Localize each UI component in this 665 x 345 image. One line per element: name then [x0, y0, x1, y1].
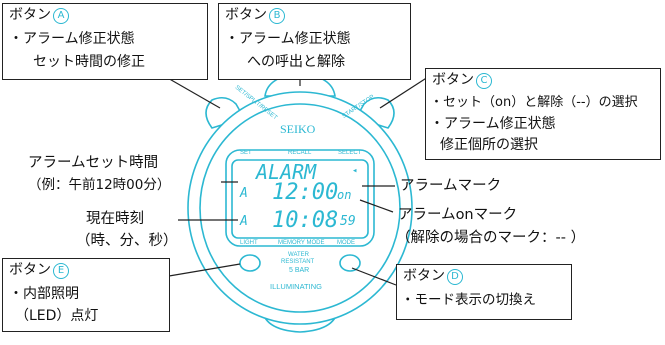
lcd-alarm-time: 12:00: [272, 180, 339, 205]
lcd-now-time: 10:08: [272, 208, 339, 233]
lcd-top-select: SELECT: [338, 150, 362, 156]
button-a-line-1: ・アラーム修正状態: [9, 31, 135, 47]
button-c-line-1: ・セット（on）と解除（--）の選択: [430, 95, 638, 110]
label-alarm-set-time: アラームセット時間: [28, 155, 159, 171]
lcd-bottom-light: LIGHT: [240, 240, 258, 246]
button-e-line-1: ・内部照明: [9, 286, 79, 302]
button-e-line-2: （LED）点灯: [15, 308, 99, 324]
lcd-alarm-on: on: [337, 188, 352, 202]
lcd-bottom-mode: MODE: [337, 240, 355, 246]
lcd-top-recall: RECALL: [288, 150, 312, 156]
label-alarm-set-time-example: （例：午前12時00分）: [28, 177, 171, 193]
button-c-letter-icon: C: [476, 73, 492, 89]
lcd-alarm-prefix: A: [240, 186, 248, 201]
lcd-window: [225, 149, 375, 247]
lcd-now-seconds: 59: [340, 214, 356, 229]
illuminating-text: ILLUMINATING: [270, 282, 322, 291]
button-d: [339, 254, 361, 272]
label-current-time-units: （時、分、秒）: [76, 233, 178, 249]
button-d-line-1: ・モード表示の切換え: [401, 292, 536, 308]
button-c-line-3: 修正個所の選択: [440, 137, 538, 153]
water-line-3: 5 BAR: [289, 267, 310, 274]
button-d-letter-icon: D: [447, 269, 463, 285]
button-a-letter-icon: A: [53, 8, 69, 24]
label-alarm-on-mark-note: （解除の場合のマーク：-- ）: [396, 230, 586, 246]
lcd-alarm-word: ALARM: [256, 160, 317, 184]
label-alarm-on-mark: アラームonマーク: [398, 207, 518, 223]
water-line-2: RESISTANT: [281, 259, 315, 265]
button-b-letter-icon: B: [269, 8, 285, 24]
label-alarm-mark: アラームマーク: [400, 178, 502, 194]
alarm-mark-icon: ◂: [352, 166, 358, 176]
lcd-top-set: SET: [240, 150, 252, 156]
label-current-time: 現在時刻: [86, 211, 144, 227]
lcd-now-prefix: A: [240, 214, 248, 229]
button-e-letter-icon: E: [53, 263, 69, 279]
lcd-bottom-memory-mode: MEMORY MODE: [278, 240, 325, 246]
brand-logo: SEIKO: [280, 122, 316, 136]
button-e: [239, 254, 261, 272]
button-b-line-1: ・アラーム修正状態: [225, 31, 351, 47]
water-line-1: WATER: [288, 252, 309, 258]
button-a-line-2: セット時間の修正: [33, 54, 145, 70]
button-b-line-2: への呼出と解除: [247, 54, 345, 70]
button-c-line-2: ・アラーム修正状態: [430, 116, 556, 132]
